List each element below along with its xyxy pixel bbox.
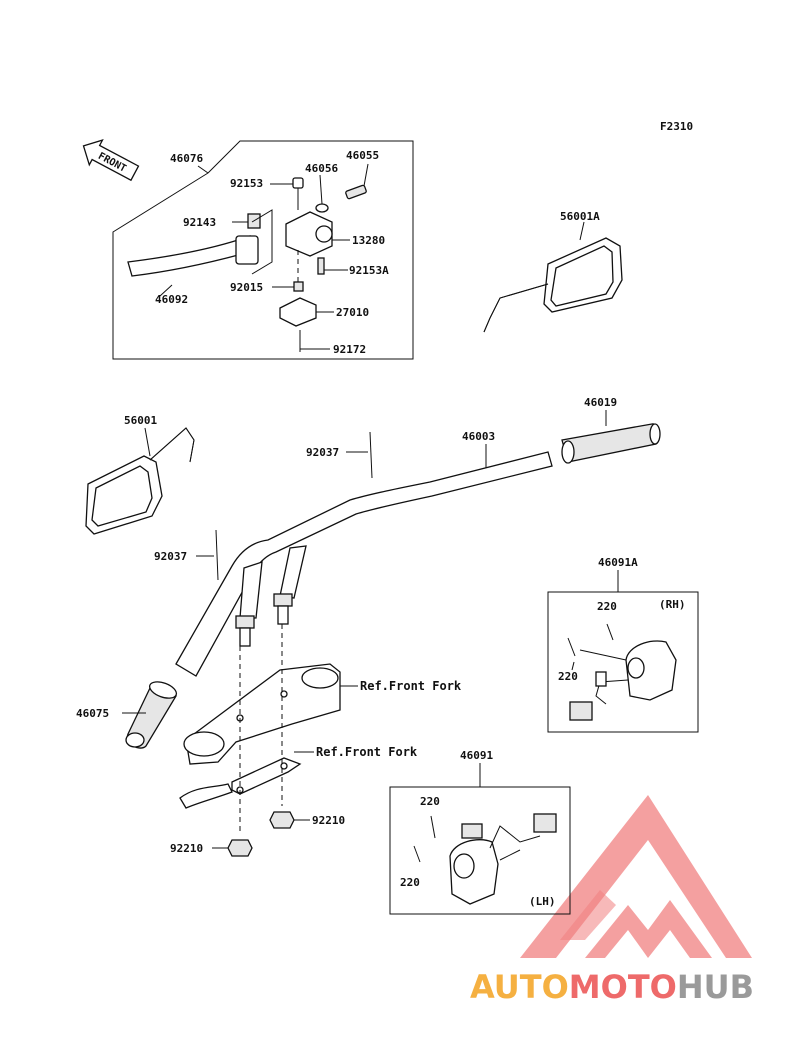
callout-92153A: 92153A [349, 264, 389, 277]
fork-bore-left [183, 731, 225, 757]
callout-92172: 92172 [333, 343, 366, 356]
callout-220-lh-top: 220 [420, 795, 440, 808]
fork-bracket-upper-part [185, 663, 341, 765]
callout-92153: 92153 [230, 177, 263, 190]
fork-bracket-upper: Ref.Front Fork [183, 663, 462, 765]
clamp-upper-group: 92037 [306, 431, 373, 479]
switch-part [279, 297, 317, 327]
mirror-right-stem [483, 283, 549, 333]
callout-46019: 46019 [584, 396, 617, 409]
screw-46055 [345, 184, 367, 200]
switch-rh-wire [595, 679, 629, 705]
washer-part [315, 203, 329, 213]
mirror-right-group: 56001A [483, 210, 623, 333]
switch-lh-group: 46091 220 220 (LH) [389, 749, 571, 915]
callout-92210-right: 92210 [312, 814, 345, 827]
handlebar-riser-right [279, 545, 307, 599]
lever-assembly-box [112, 140, 414, 360]
lever-assembly-group: 46076 46092 92143 92153 13280 46056 4605… [112, 140, 414, 360]
callout-46075: 46075 [76, 707, 109, 720]
callout-220-lh-side: 220 [400, 876, 420, 889]
callout-92037-upper: 92037 [306, 446, 339, 459]
mirror-right-glass [550, 245, 614, 307]
figure-code: F2310 [660, 120, 693, 133]
callout-46091: 46091 [460, 749, 493, 762]
lever-pivot [235, 235, 259, 265]
riser-stud-left [239, 627, 251, 647]
ref-front-fork-upper: Ref.Front Fork [360, 679, 462, 693]
clamp-lower-group: 92037 [154, 529, 219, 581]
nut-left-shape [227, 839, 253, 857]
lever-alignment-bracket [251, 209, 273, 275]
plate-hole-right [280, 762, 288, 770]
bracket-hole-right [280, 690, 288, 698]
front-direction-marker: FRONT [82, 139, 140, 182]
callout-56001A: 56001A [560, 210, 600, 223]
watermark-logo-text: AUTOMOTOHUB [470, 968, 754, 1006]
nut-92210-left: 92210 [170, 839, 253, 857]
grip-left-cap [125, 732, 145, 748]
switch-lh-connector-b [533, 813, 557, 833]
riser-stud-right [277, 605, 289, 625]
watermark: AUTOMOTOHUB [470, 795, 754, 1006]
switch-lh-connector-a [461, 823, 483, 839]
callout-220-rh-side: 220 [558, 670, 578, 683]
callout-13280: 13280 [352, 234, 385, 247]
grip-left-end [148, 681, 178, 699]
switch-lh-bore [453, 853, 475, 879]
riser-nut-left [235, 615, 255, 629]
grip-right-end [561, 440, 575, 464]
nut-92015 [293, 281, 304, 292]
callout-56001: 56001 [124, 414, 157, 427]
bolt-92153 [292, 177, 304, 189]
callout-46055: 46055 [346, 149, 379, 162]
switch-rh-group: 46091A 220 (RH) 220 [547, 556, 699, 733]
holder-bore [315, 225, 333, 243]
watermark-triangle-mid [560, 890, 616, 940]
callout-46091A: 46091A [598, 556, 638, 569]
nut-right-shape [269, 811, 295, 829]
callout-46092: 46092 [155, 293, 188, 306]
callout-27010: 27010 [336, 306, 369, 319]
switch-rh-box [547, 591, 699, 733]
lever-part [127, 235, 255, 277]
switch-rh-connector [569, 701, 593, 721]
mirror-left-glass [91, 465, 153, 527]
callout-92037-lower: 92037 [154, 550, 187, 563]
switch-lh-wire [489, 825, 541, 849]
callout-46056: 46056 [305, 162, 338, 175]
mirror-left-group: 56001 [85, 414, 195, 535]
fork-bore-right [301, 667, 339, 689]
watermark-triangle-outer [520, 795, 752, 958]
grip-right-part [561, 423, 661, 463]
handlebar-group: 46003 [175, 430, 553, 677]
rh-tag: (RH) [659, 598, 686, 611]
watermark-triangle-inner [585, 900, 712, 958]
switch-rh-terminal [595, 671, 607, 687]
callout-46003: 46003 [462, 430, 495, 443]
callout-92015: 92015 [230, 281, 263, 294]
callout-92210-left: 92210 [170, 842, 203, 855]
lever-holder-part [285, 211, 333, 257]
front-arrow-icon [82, 139, 140, 182]
switch-rh-housing [625, 640, 677, 701]
grip-left-group: 46075 [76, 681, 178, 749]
callout-220-rh-top: 220 [597, 600, 617, 613]
riser-nut-right [273, 593, 293, 607]
handlebar-part [175, 451, 553, 677]
screw-92153A [317, 257, 325, 275]
lh-tag: (LH) [529, 895, 556, 908]
grip-right-cap [649, 423, 661, 445]
callout-46076: 46076 [170, 152, 203, 165]
mirror-left-stem [149, 427, 195, 463]
grip-right-group: 46019 [561, 396, 661, 464]
handlebar-riser-left [239, 561, 263, 619]
callout-92143: 92143 [183, 216, 216, 229]
nut-92210-right: 92210 [269, 811, 345, 829]
switch-rh-bore [627, 657, 645, 679]
ref-front-fork-lower: Ref.Front Fork [316, 745, 418, 759]
